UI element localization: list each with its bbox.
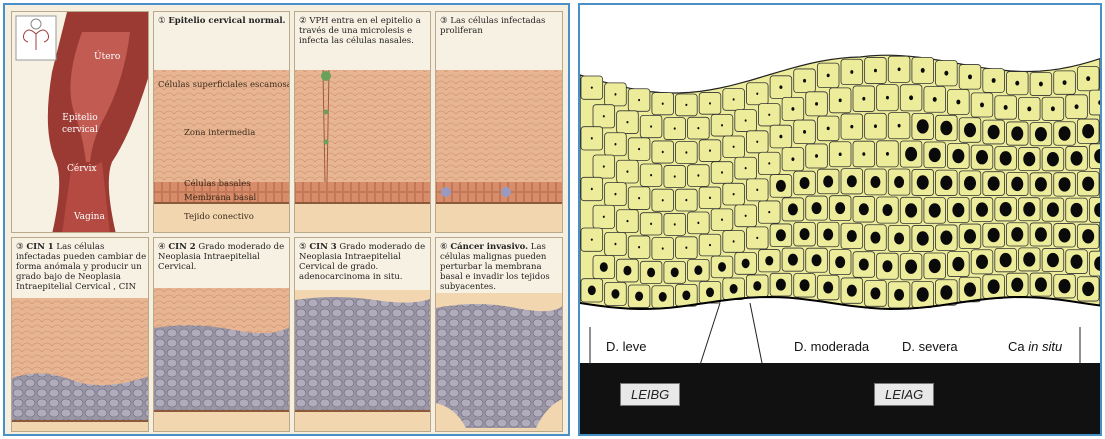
panel2-number: ② <box>299 16 307 26</box>
panel-hpv-entry: ② VPH entra en el epitelio a través de u… <box>294 11 431 233</box>
label-celulas-basales: Células basales <box>184 179 251 189</box>
label-zona-intermedia: Zona intermedia <box>184 128 255 138</box>
panel4-title: CIN 1 <box>26 242 53 252</box>
label-vagina: Vagina <box>74 212 105 222</box>
proliferation-illustration <box>436 12 563 233</box>
label-d-severa: D. severa <box>902 339 958 354</box>
panel-normal-epithelium: ① Epitelio cervical normal. Células supe… <box>153 11 290 233</box>
panel1-title: Epitelio cervical normal. <box>168 16 285 26</box>
cervical-neoplasia-figure: Útero Epitelio cervical Cérvix Vagina ① … <box>3 3 570 436</box>
label-ca-in-situ: Ca in situ <box>1008 339 1062 354</box>
panel-invasive-cancer: ⑥ Cáncer invasivo. Las células malignas … <box>435 237 563 432</box>
panel2-text: VPH entra en el epitelio a través de una… <box>299 16 421 46</box>
label-tejido-conectivo: Tejido conectivo <box>184 212 254 222</box>
panel3-number: ③ <box>440 16 448 26</box>
dysplasia-grading-figure: D. leve D. moderada D. severa Ca in situ… <box>578 3 1102 436</box>
panel5-number: ④ <box>158 242 166 252</box>
panel3-text: Las células infectadas proliferan <box>440 16 545 36</box>
label-ca: Ca <box>1008 339 1025 354</box>
label-in-situ: in situ <box>1028 339 1062 354</box>
label-leiag: LEIAG <box>874 383 934 406</box>
panel6-number: ⑤ <box>299 242 307 252</box>
panel-cin1: ③ CIN 1 Las células infectadas pueden ca… <box>11 237 149 432</box>
panel-cin3: ⑤ CIN 3 Grado moderado de Neoplasia Intr… <box>294 237 431 432</box>
label-d-moderada: D. moderada <box>794 339 869 354</box>
label-leibg: LEIBG <box>620 383 680 406</box>
uterus-panel: Útero Epitelio cervical Cérvix Vagina <box>11 11 149 233</box>
panel5-title: CIN 2 <box>168 242 195 252</box>
panel1-number: ① <box>158 16 166 26</box>
panel6-title: CIN 3 <box>309 242 336 252</box>
label-epitelio-cervical: Epitelio cervical <box>62 112 98 136</box>
panel-cin2: ④ CIN 2 Grado moderado de Neoplasia Intr… <box>153 237 290 432</box>
panel-proliferation: ③ Las células infectadas proliferan <box>435 11 563 233</box>
epithelial-cells-illustration <box>580 5 1100 434</box>
label-membrana-basal: Membrana basal <box>184 193 256 203</box>
panel7-title: Cáncer invasivo. <box>450 242 528 252</box>
label-cervix: Cérvix <box>67 164 97 174</box>
panel4-number: ③ <box>16 242 24 252</box>
panel7-number: ⑥ <box>440 242 448 252</box>
label-superficiales: Células superficiales escamosas <box>158 80 290 90</box>
label-d-leve: D. leve <box>606 339 646 354</box>
label-utero: Útero <box>94 52 120 62</box>
